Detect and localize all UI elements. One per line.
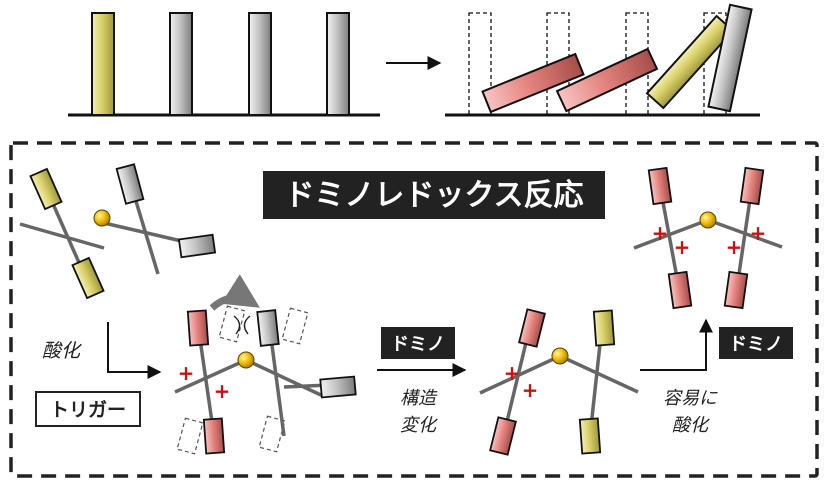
molecule-dication: + + (174, 305, 357, 455)
domino-gray (326, 12, 350, 116)
domino-outline (468, 12, 492, 116)
anthracene-red (739, 166, 765, 206)
anthracene-red (518, 308, 546, 348)
page-title: ドミノレドックス反応 (284, 178, 583, 213)
plus-charge: + (214, 379, 231, 403)
ghost-outline (258, 415, 286, 453)
plus-charge: + (674, 235, 691, 259)
domino-yellow-falling (645, 14, 735, 110)
label-trigger: トリガー (50, 399, 126, 421)
plus-charge: + (522, 378, 539, 402)
ghost-outline (281, 307, 309, 345)
domino-gray-tilted (707, 3, 753, 113)
ghost-outline (218, 305, 246, 343)
anthracene-gray (177, 233, 217, 259)
bridge-atom (237, 351, 255, 369)
curved-arrow-icon (209, 274, 260, 311)
right-arrow-icon (107, 322, 162, 379)
plus-charge: + (726, 235, 743, 259)
anthracene-red (202, 417, 226, 455)
anthracene-red (647, 166, 673, 206)
anthracene-red (489, 416, 517, 456)
ghost-outline (176, 417, 204, 455)
anthracene-red (723, 270, 749, 310)
domino-red-fallen (481, 52, 585, 114)
molecule-tetracation: + + + + (633, 166, 783, 310)
domino-upright-row (68, 12, 380, 117)
label-easy-oxidation: 容易に (663, 388, 718, 409)
label-structure-change: 変化 (400, 415, 438, 436)
bridge-atom (93, 209, 111, 227)
anthracene-yellow (578, 417, 602, 455)
plus-charge: + (504, 361, 521, 385)
plus-charge: + (750, 221, 767, 245)
plus-charge: + (652, 221, 669, 245)
molecule-intermediate: + + (479, 308, 639, 456)
domino-red-fallen (555, 47, 659, 113)
anthracene-gray (115, 163, 145, 205)
domino-box-1 (381, 327, 455, 359)
trigger-box (35, 391, 141, 427)
right-arrow-icon (640, 318, 713, 371)
plus-charge: + (178, 361, 195, 385)
anthracene-yellow (71, 256, 105, 300)
reaction-frame (9, 141, 819, 478)
domino-fallen-row (445, 3, 760, 117)
molecule-neutral (19, 163, 217, 300)
label-domino-1: ドミノ (391, 334, 445, 355)
anthracene-red (186, 309, 210, 347)
domino-yellow (91, 12, 115, 116)
anthracene-gray (319, 375, 357, 399)
rotation-icon (233, 315, 251, 335)
label-easy-oxidation: 酸化 (672, 415, 710, 436)
anthracene-yellow (592, 309, 616, 347)
anthracene-gray (256, 309, 280, 347)
domino-box-2 (719, 327, 793, 359)
bridge-atom (699, 211, 717, 229)
anthracene-red (667, 270, 693, 310)
anthracene-yellow (29, 167, 63, 211)
title-box (263, 171, 605, 219)
label-structure-change: 構造 (400, 388, 438, 409)
label-domino-2: ドミノ (729, 334, 783, 355)
domino-gray (248, 12, 272, 116)
label-oxidation: 酸化 (42, 340, 82, 362)
bridge-atom (551, 347, 569, 365)
domino-gray (169, 12, 193, 116)
